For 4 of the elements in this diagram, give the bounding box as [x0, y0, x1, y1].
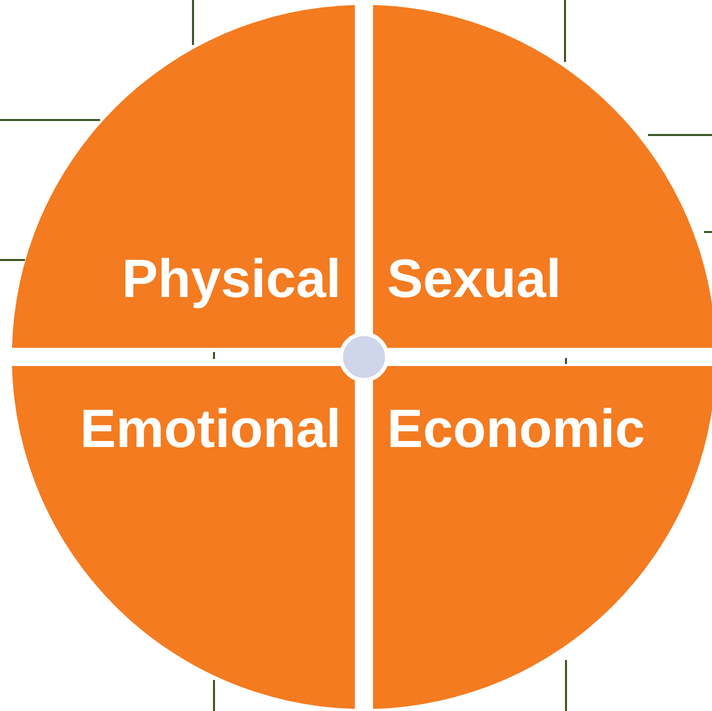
quadrant-label: Physical	[122, 252, 341, 306]
quadrant-label: Sexual	[387, 252, 562, 306]
quadrant-label: Emotional	[80, 402, 341, 456]
quadrant-label: Economic	[387, 402, 646, 456]
